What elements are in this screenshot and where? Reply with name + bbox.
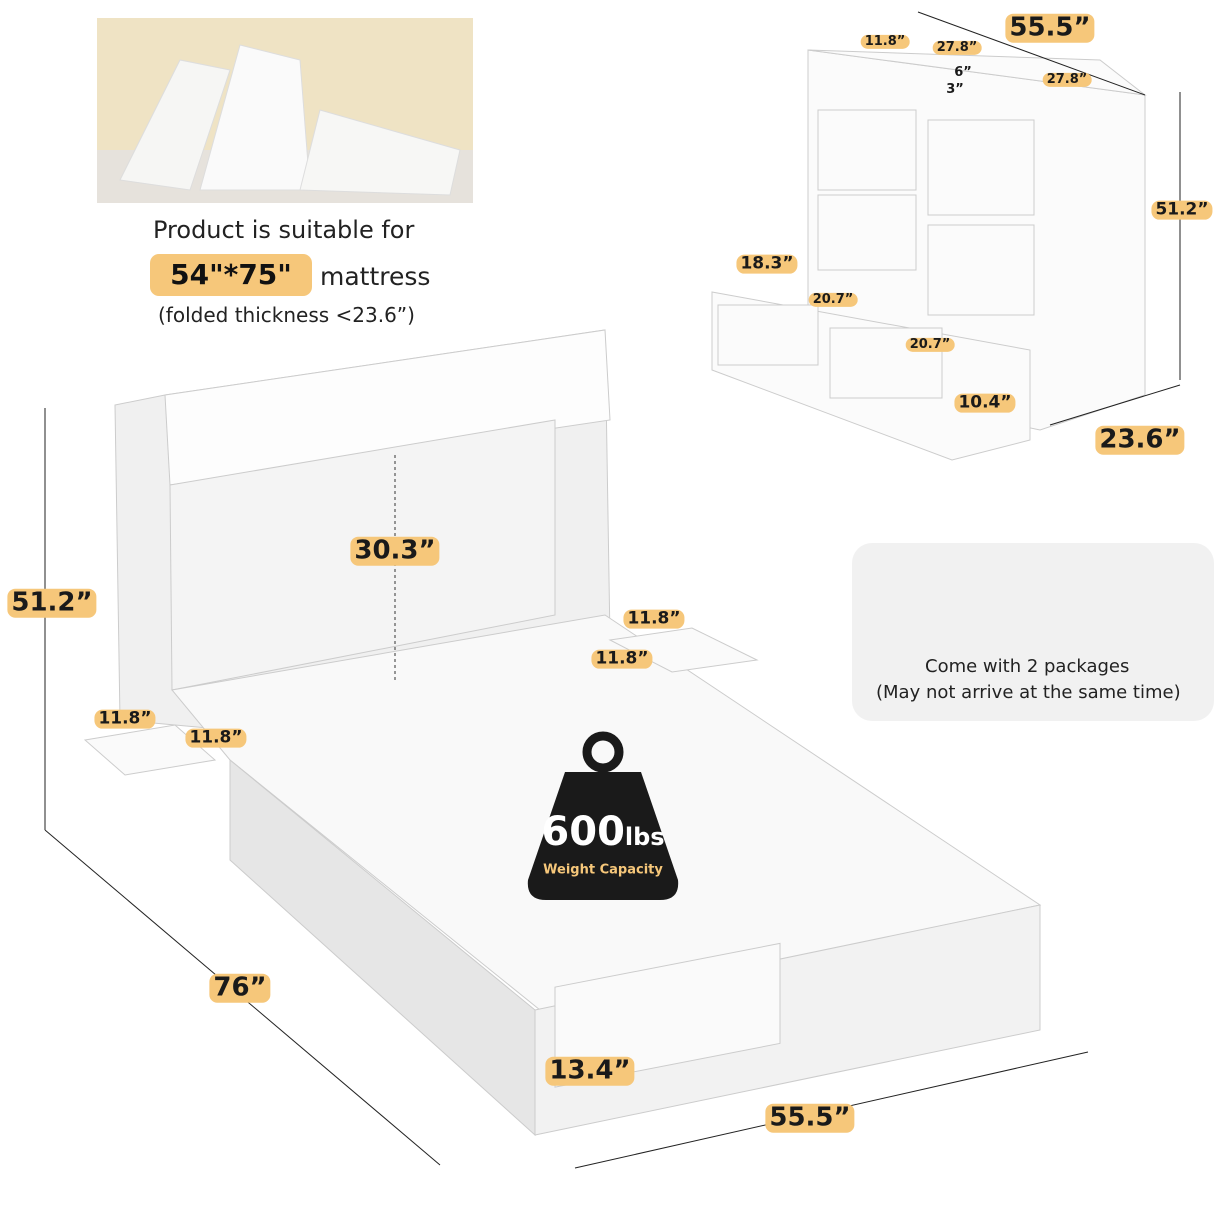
packages-line-2: (May not arrive at the same time) bbox=[876, 682, 1181, 703]
bed-width-label: 55.5” bbox=[765, 1104, 855, 1133]
weight-capacity-value: 600lbs bbox=[541, 809, 664, 855]
bed-open-illustration bbox=[44, 329, 1089, 1169]
inner-height-label: 30.3” bbox=[350, 537, 440, 566]
weight-number: 600 bbox=[541, 809, 625, 855]
bed-height-label: 51.2” bbox=[7, 589, 97, 618]
weight-unit: lbs bbox=[624, 823, 665, 851]
right-table-width-label: 11.8” bbox=[623, 609, 685, 629]
shelf-height-label: 3” bbox=[946, 81, 964, 97]
drawer-width-1-label: 20.7” bbox=[808, 292, 858, 308]
cabinet-top-side-label: 11.8” bbox=[860, 34, 910, 50]
left-table-width-label: 11.8” bbox=[94, 709, 156, 729]
drawer-height-label: 10.4” bbox=[954, 393, 1016, 413]
cabinet-depth-label: 23.6” bbox=[1095, 426, 1185, 455]
cabinet-top-right-label: 27.8” bbox=[1042, 72, 1092, 88]
bed-length-label: 76” bbox=[209, 974, 271, 1003]
cabinet-closed-illustration bbox=[711, 11, 1181, 461]
cabinet-width-label: 55.5” bbox=[1005, 14, 1095, 43]
left-table-depth-label: 11.8” bbox=[185, 728, 247, 748]
shelf-depth-label: 6” bbox=[954, 64, 972, 80]
weight-capacity-label: Weight Capacity bbox=[543, 862, 663, 878]
base-height-label: 13.4” bbox=[545, 1057, 635, 1086]
packages-line-1: Come with 2 packages bbox=[925, 656, 1130, 677]
drawer-depth-label: 18.3” bbox=[736, 254, 798, 274]
drawer-width-2-label: 20.7” bbox=[905, 337, 955, 353]
packages-card bbox=[852, 543, 1214, 721]
folded-mattress-photo bbox=[97, 18, 473, 203]
folded-thickness-note: (folded thickness <23.6”) bbox=[158, 303, 415, 327]
right-table-depth-label: 11.8” bbox=[591, 649, 653, 669]
mattress-word: mattress bbox=[320, 262, 431, 291]
cabinet-height-label: 51.2” bbox=[1151, 200, 1213, 220]
mattress-suitability-text: Product is suitable for bbox=[153, 216, 415, 244]
mattress-size-badge: 54"*75" bbox=[150, 254, 312, 296]
weight-badge-icon bbox=[527, 731, 679, 900]
cabinet-top-left-label: 27.8” bbox=[932, 40, 982, 56]
